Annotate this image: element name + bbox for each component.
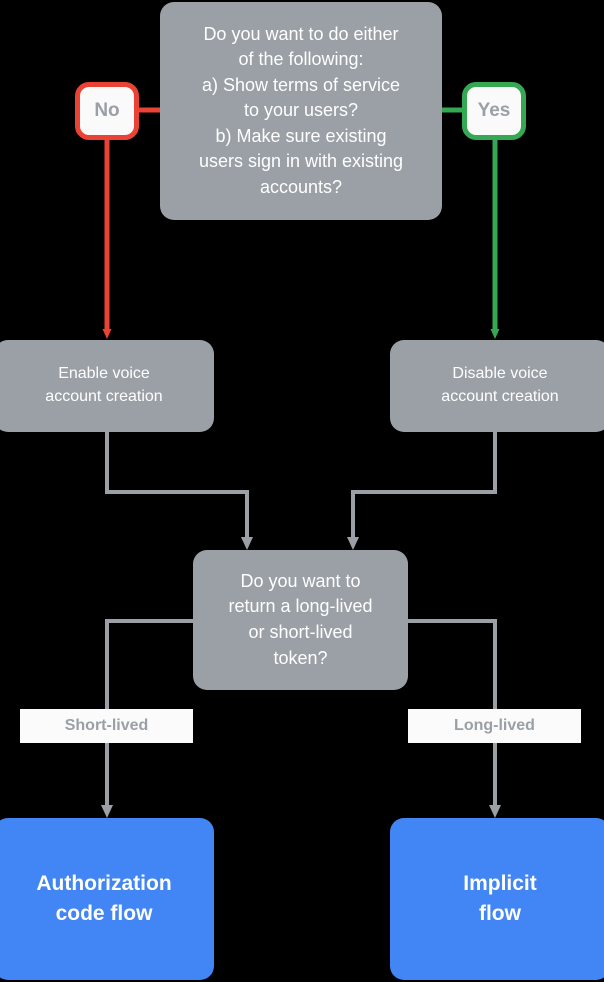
terminal-node-authorization-code-flow[interactable]: Authorization code flow: [0, 818, 214, 980]
branch-badge-yes[interactable]: Yes: [462, 82, 526, 140]
branch-badge-yes-label: Yes: [477, 100, 511, 121]
process-node-enable-voice-account-creation[interactable]: Enable voice account creation: [0, 340, 214, 432]
edge-label-long-lived-text: Long-lived: [454, 717, 535, 734]
edge-label-short-lived-text: Short-lived: [64, 717, 149, 734]
terminal-node-authorization-code-flow-label: Authorization code flow: [36, 872, 172, 925]
edge-label-short-lived: Short-lived: [20, 709, 193, 743]
terminal-node-implicit-flow[interactable]: Implicit flow: [390, 818, 604, 980]
process-node-disable-voice-account-creation-label: Disable voice account creation: [441, 365, 559, 405]
decision-node-token-lifetime-label: Do you want to return a long-lived or sh…: [228, 570, 373, 668]
process-node-enable-voice-account-creation-label: Enable voice account creation: [45, 365, 163, 405]
edge-label-long-lived: Long-lived: [408, 709, 581, 743]
decision-node-terms-of-service-label: Do you want to do either of the followin…: [198, 23, 404, 197]
decision-node-token-lifetime[interactable]: Do you want to return a long-lived or sh…: [193, 550, 408, 690]
process-node-disable-voice-account-creation[interactable]: Disable voice account creation: [390, 340, 604, 432]
terminal-node-implicit-flow-label: Implicit flow: [463, 872, 537, 925]
branch-badge-no[interactable]: No: [75, 82, 139, 140]
decision-node-terms-of-service[interactable]: Do you want to do either of the followin…: [160, 2, 442, 220]
branch-badge-no-label: No: [94, 100, 120, 121]
edge-enable-to-decision2: [105, 432, 253, 550]
edge-disable-to-decision2: [347, 432, 497, 550]
